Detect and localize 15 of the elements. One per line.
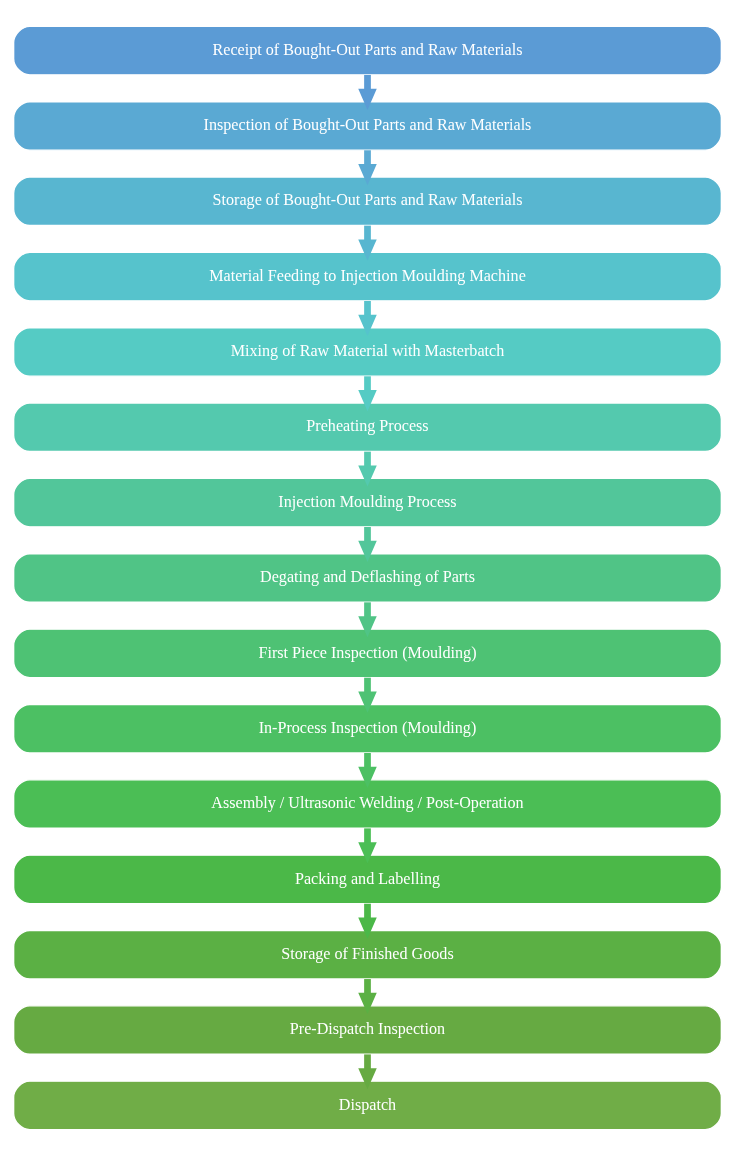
node-box: Material Feeding to Injection Moulding Machine xyxy=(13,251,722,302)
node-box: Packing and Labelling xyxy=(13,853,722,904)
node-box: Storage of Finished Goods xyxy=(13,929,722,980)
node-box: Degating and Deflashing of Parts xyxy=(13,552,722,603)
node-box: Dispatch xyxy=(13,1080,722,1130)
node-box: Preheating Process xyxy=(13,401,722,452)
node-box: Injection Moulding Process xyxy=(13,477,722,528)
node-box: First Piece Inspection (Moulding) xyxy=(13,627,722,678)
node-box: Pre-Dispatch Inspection xyxy=(13,1004,722,1055)
node-box: Mixing of Raw Material with Masterbatch xyxy=(13,326,722,377)
node-box: Inspection of Bought-Out Parts and Raw Materials xyxy=(13,100,722,151)
node-box: Assembly / Ultrasonic Welding / Post-Operation xyxy=(13,778,722,829)
node-box: Receipt of Bought-Out Parts and Raw Materials xyxy=(13,25,722,75)
node-box: In-Process Inspection (Moulding) xyxy=(13,703,722,754)
node-box: Storage of Bought-Out Parts and Raw Materials xyxy=(13,175,722,226)
